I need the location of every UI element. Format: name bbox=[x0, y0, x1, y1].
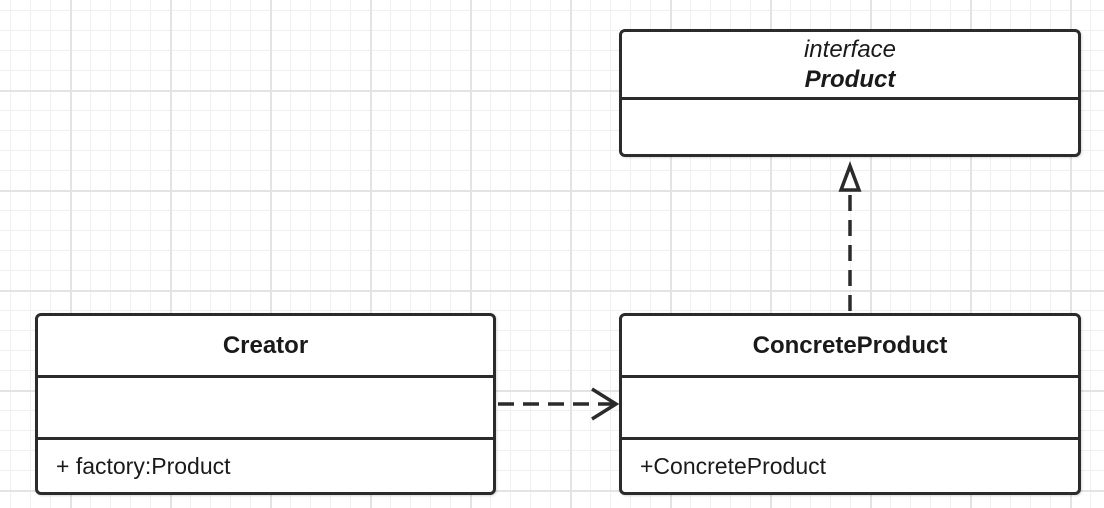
class-name-label: ConcreteProduct bbox=[752, 331, 948, 359]
class-name-compartment: Creator bbox=[38, 316, 493, 378]
class-box-concrete-product[interactable]: ConcreteProduct +ConcreteProduct bbox=[619, 313, 1081, 495]
class-name-compartment: interface Product bbox=[622, 32, 1078, 100]
realization-arrow[interactable] bbox=[838, 161, 862, 311]
dependency-arrow[interactable] bbox=[498, 387, 620, 421]
stereotype-label: interface bbox=[803, 35, 897, 63]
class-name-compartment: ConcreteProduct bbox=[622, 316, 1078, 378]
class-name-label: Creator bbox=[222, 331, 309, 359]
operation-label: + factory:Product bbox=[56, 452, 231, 479]
operation-label: +ConcreteProduct bbox=[640, 452, 827, 479]
class-name-label: Product bbox=[804, 65, 896, 93]
attributes-compartment bbox=[38, 378, 493, 440]
open-arrowhead bbox=[591, 387, 620, 421]
class-box-product[interactable]: interface Product bbox=[619, 29, 1081, 157]
hollow-triangle-arrowhead bbox=[838, 161, 862, 192]
operations-compartment: + factory:Product bbox=[38, 440, 493, 492]
attributes-compartment bbox=[622, 378, 1078, 440]
attributes-compartment bbox=[622, 100, 1078, 154]
operations-compartment: +ConcreteProduct bbox=[622, 440, 1078, 492]
class-box-creator[interactable]: Creator + factory:Product bbox=[35, 313, 496, 495]
